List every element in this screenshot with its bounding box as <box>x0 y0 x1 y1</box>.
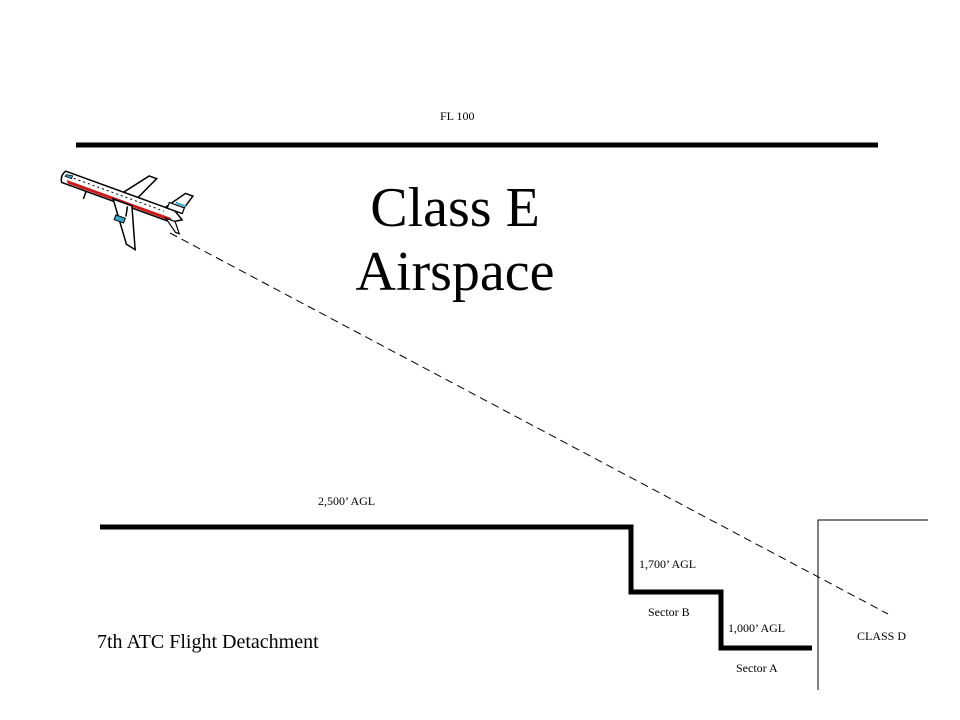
airspace-floor-steps <box>100 524 812 651</box>
agl-1000-label: 1,000’ AGL <box>728 621 786 635</box>
diagram-title-line1: Class E <box>370 177 540 239</box>
approach-path <box>169 232 889 615</box>
fl100-label: FL 100 <box>440 109 475 123</box>
airliner-icon <box>60 170 195 252</box>
sector-a-label: Sector A <box>736 661 778 675</box>
diagram-title-line2: Airspace <box>355 241 555 303</box>
footer-organization: 7th ATC Flight Detachment <box>97 631 319 653</box>
class-d-label: CLASS D <box>857 629 907 643</box>
agl-1700-label: 1,700’ AGL <box>639 557 697 571</box>
agl-2500-label: 2,500’ AGL <box>318 494 376 508</box>
sector-b-label: Sector B <box>648 605 690 619</box>
class-d-boundary <box>817 519 928 690</box>
